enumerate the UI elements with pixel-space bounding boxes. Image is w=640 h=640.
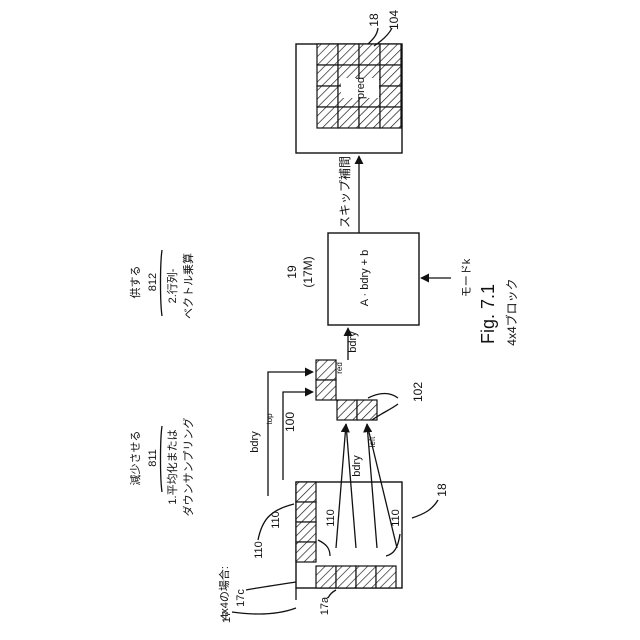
formula: A · bdry + b: [359, 250, 371, 307]
reduced-boundary: bdry red 102: [316, 328, 425, 420]
step-provide: 供する 812 2.行列- ベクトル乗算: [128, 250, 195, 319]
ref-100: 100: [283, 412, 297, 432]
bdry-top-label: bdry: [249, 431, 261, 453]
bdry-left-label: bdry: [351, 455, 363, 477]
provide-brace: [161, 250, 163, 316]
reduce-num: 811: [147, 449, 159, 467]
bdry-top-sub: top: [265, 413, 274, 425]
ref-110-d: 110: [390, 509, 402, 527]
matrix-box: A · bdry + b 19 (17M) モードk: [285, 233, 473, 325]
left-boundary-cell: [376, 566, 396, 588]
bdry-red-label: bdry: [347, 331, 359, 353]
ref-19: 19: [285, 265, 299, 279]
brace-110-right: [386, 534, 400, 556]
ref-102: 102: [411, 382, 425, 402]
mode-k-label: モードk: [461, 258, 473, 297]
leader-17: [232, 608, 296, 614]
provide-title: 供する: [128, 266, 142, 299]
reduced-top-cell: [316, 360, 336, 380]
leader-18-bottom: [412, 500, 438, 518]
reduce-brace: [161, 426, 163, 492]
matrix-frame: [328, 233, 419, 325]
top-averaging: bdry top 100: [249, 372, 313, 496]
reduce-desc-1: 1.平均化または: [165, 429, 179, 504]
ref-18-top: 18: [367, 13, 381, 27]
leader-17a: [328, 590, 336, 598]
original-block: 18 110 110 110 110 4x4の場合: 17c 17 17a: [217, 482, 449, 623]
ref-110-a: 110: [253, 541, 265, 559]
top-arrow-a: [268, 372, 313, 496]
ref-17c: 17c: [235, 589, 247, 607]
ref-110-b: 110: [270, 511, 282, 529]
left-boundary-cell: [356, 566, 376, 588]
left-line-2: [346, 424, 356, 548]
figure-title: Fig. 7.1: [478, 284, 498, 344]
reduced-left-cell: [337, 400, 357, 420]
ref-17M: (17M): [301, 256, 315, 287]
top-boundary-cell: [296, 502, 316, 522]
reduced-top-cell: [316, 380, 336, 400]
reduced-left-cell: [357, 400, 377, 420]
left-boundary-cell: [336, 566, 356, 588]
reduce-title: 減少させる: [128, 431, 142, 486]
figure-subtitle: 4x4ブロック: [504, 278, 519, 345]
brace-102a: [368, 394, 398, 399]
left-line-1: [336, 424, 346, 548]
ref-110-c: 110: [325, 509, 337, 527]
skip-label: スキップ補間: [338, 156, 352, 228]
top-arrow-b: [283, 392, 313, 480]
ref-17a: 17a: [319, 596, 331, 615]
prediction-block: pred 18 104: [296, 10, 402, 153]
bdry-left-sub: left: [368, 436, 377, 447]
provide-desc-1: 2.行列-: [165, 268, 179, 303]
leader-17c: [246, 582, 296, 590]
top-boundary-cell: [296, 522, 316, 542]
pred-label: pred: [355, 77, 367, 99]
reduce-desc-2: ダウンサンプリング: [181, 418, 195, 517]
top-boundary-cell: [296, 542, 316, 562]
left-averaging: bdry left: [336, 424, 397, 548]
ref-17: 17: [221, 611, 233, 623]
provide-num: 812: [147, 273, 159, 291]
ref-18-bottom: 18: [435, 483, 449, 497]
bdry-red-sub: red: [335, 362, 344, 374]
top-boundary-cell: [296, 482, 316, 502]
ref-104: 104: [387, 10, 401, 30]
left-boundary-cell: [316, 566, 336, 588]
provide-desc-2: ベクトル乗算: [181, 253, 195, 319]
step-reduce: 減少させる 811 1.平均化または ダウンサンプリング: [128, 418, 195, 517]
leader-18-top: [368, 28, 378, 44]
brace-110-mid: [318, 540, 330, 556]
